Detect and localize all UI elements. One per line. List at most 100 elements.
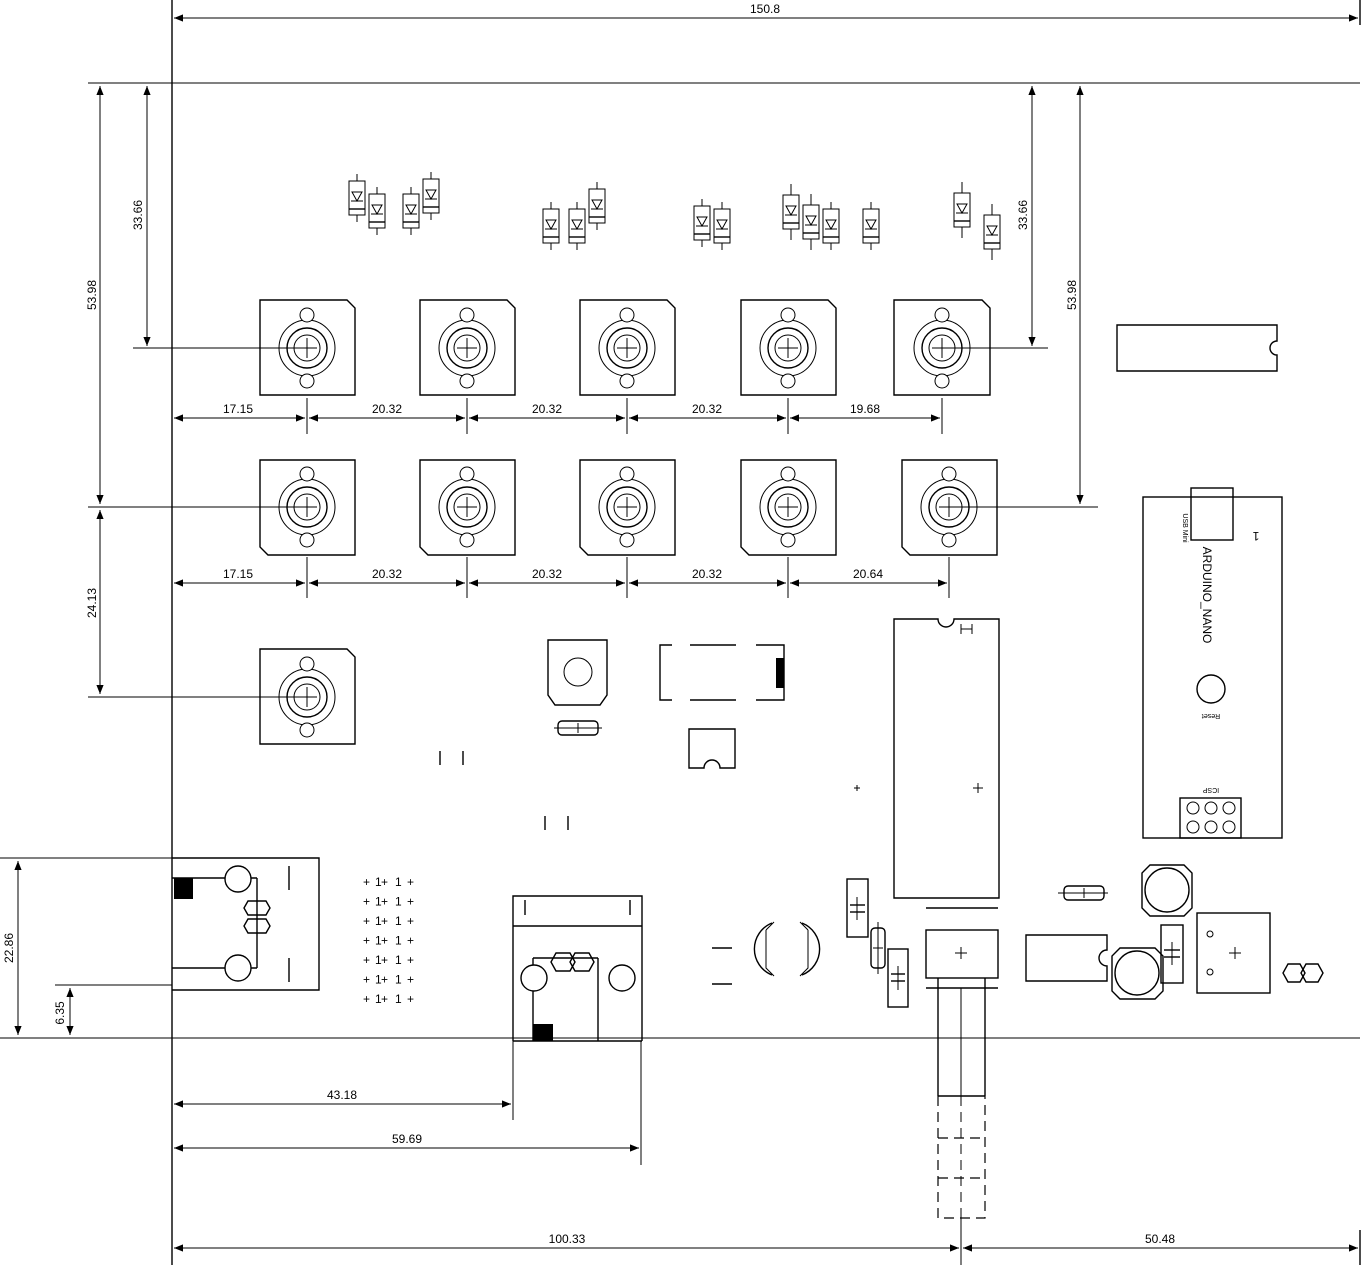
pin1-label: 1 [1252, 529, 1259, 543]
pin-mark: + [381, 973, 388, 987]
left-pitch-label: 33.66 [131, 200, 145, 230]
row1-spacing-label: 20.32 [692, 402, 722, 416]
pin-mark: 1 [375, 914, 382, 928]
pin-mark: + [407, 895, 414, 909]
resistor [554, 720, 602, 736]
small-pads [439, 751, 569, 830]
overall-width-label: 150.8 [750, 2, 780, 16]
diode [422, 172, 440, 220]
pin-mark: + [407, 973, 414, 987]
diode [802, 194, 820, 250]
diode [953, 182, 971, 238]
bridge-rectifier [1196, 912, 1271, 994]
row2-spacing-label: 20.32 [692, 567, 722, 581]
pin-mark: 1 [395, 973, 402, 987]
potentiometer [579, 459, 676, 556]
diode [862, 202, 880, 250]
electrolytic-capacitor [1111, 947, 1164, 1000]
arduino-nano-label: ARDUINO_NANO [1200, 547, 1214, 644]
pin-mark: + [381, 875, 388, 889]
pin-mark: + [407, 992, 414, 1006]
capacitor [1160, 924, 1184, 984]
usb-mini-label: USB Mini [1181, 513, 1188, 543]
diode [693, 199, 711, 247]
pin-mark: + [407, 934, 414, 948]
left-row3-label: 24.13 [85, 588, 99, 618]
row2-spacing-label: 17.15 [223, 567, 253, 581]
pin-mark: + [407, 953, 414, 967]
pin-mark: + [407, 914, 414, 928]
pin-mark: 1 [375, 973, 382, 987]
pin-mark: + [363, 934, 370, 948]
potentiometer [740, 459, 837, 556]
potentiometer [893, 299, 991, 396]
icsp-label: ICSP [1203, 786, 1220, 793]
dip-ic [854, 618, 1000, 899]
pin-mark: + [381, 914, 388, 928]
pin-mark: 1 [395, 914, 402, 928]
pin-mark: 1 [375, 953, 382, 967]
right-pitch-label: 33.66 [1016, 200, 1030, 230]
electrolytic-capacitor [1141, 864, 1193, 917]
diode-array [348, 172, 1001, 260]
pin-mark: 1 [375, 875, 382, 889]
inductor [753, 921, 821, 977]
potentiometer [259, 459, 356, 556]
diode [348, 174, 366, 222]
row2-spacing-label: 20.32 [532, 567, 562, 581]
center-jack-dimensions: 43.18 59.69 [174, 1041, 642, 1165]
bottom-dimensions: 100.33 50.48 [174, 1218, 1361, 1265]
voltage-regulator [925, 907, 999, 1219]
reset-label: Reset [1202, 712, 1220, 719]
resistor [870, 922, 886, 974]
diode [822, 202, 840, 250]
header-2pin [1282, 963, 1324, 983]
trimmer-pot [547, 639, 608, 706]
diode [782, 184, 800, 240]
left-jack-offset-label: 6.35 [53, 1001, 67, 1025]
row1-spacing-label: 20.32 [532, 402, 562, 416]
pin-mark: 1 [395, 953, 402, 967]
ic-chip-small [1025, 934, 1108, 982]
pin-mark: + [363, 895, 370, 909]
right-height-label: 53.98 [1065, 280, 1079, 310]
row2-spacing-label: 20.32 [372, 567, 402, 581]
row1-spacing-label: 17.15 [223, 402, 253, 416]
capacitor [846, 878, 869, 938]
pin-mark: 1 [375, 934, 382, 948]
diode [402, 187, 420, 235]
pin-mark: 1 [375, 895, 382, 909]
pin-mark: + [363, 953, 370, 967]
pin-mark: + [407, 875, 414, 889]
diode [368, 187, 386, 235]
row1-spacing-label: 19.68 [850, 402, 880, 416]
small-pads [712, 947, 732, 985]
potentiometer [259, 299, 356, 396]
pin-mark: + [363, 875, 370, 889]
center-jack [512, 895, 643, 1042]
pin-mark: 1 [395, 934, 402, 948]
row2-spacing-label: 20.64 [853, 567, 883, 581]
capacitor [887, 948, 909, 1008]
transistor [688, 728, 736, 769]
potentiometer [740, 299, 837, 396]
pin-mark: 1 [395, 992, 402, 1006]
row2-horizontal-dimensions: 17.15 20.32 20.32 20.32 20.64 [174, 557, 950, 598]
diode [542, 202, 560, 250]
header-pin-grid: +1+1++1+1++1+1++1+1++1+1++1+1++1+1+ [363, 875, 414, 1006]
left-jack [172, 857, 320, 991]
row1-horizontal-dimensions: 17.15 20.32 20.32 20.32 19.68 [174, 398, 943, 434]
pin-mark: + [363, 973, 370, 987]
ic-chip-small [1116, 324, 1278, 372]
potentiometer-row-3 [259, 648, 356, 745]
right-vertical-dimensions: 33.66 53.98 [942, 82, 1098, 508]
diode [568, 202, 586, 250]
pin-mark: + [363, 992, 370, 1006]
pin-mark: 1 [395, 895, 402, 909]
potentiometer [419, 299, 516, 396]
potentiometer [901, 459, 998, 556]
left-jack-height-label: 22.86 [2, 933, 16, 963]
potentiometer-row-1 [259, 299, 991, 396]
left-height-label: 53.98 [85, 280, 99, 310]
